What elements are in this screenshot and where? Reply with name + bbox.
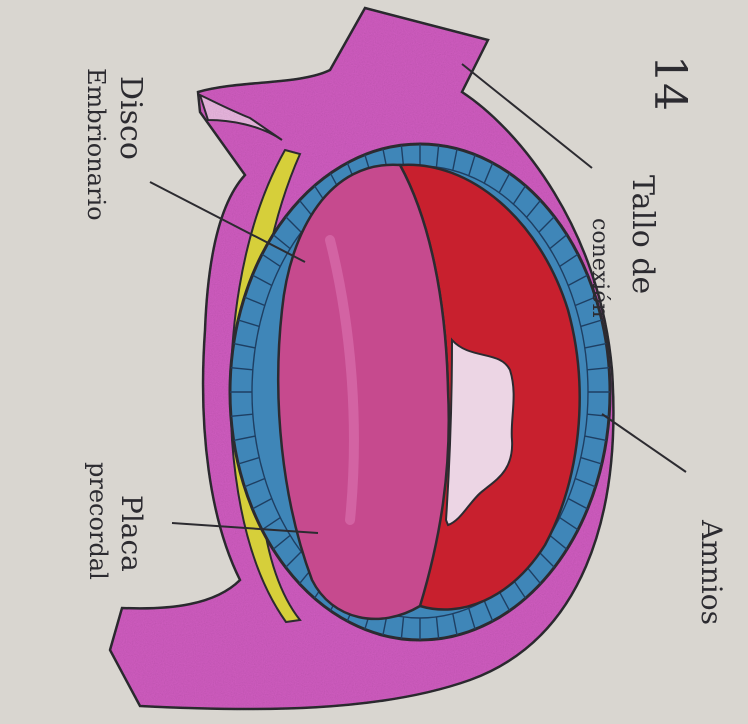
label-embrionario: Embrionario (82, 68, 110, 221)
page-number: 14 (644, 55, 695, 111)
label-precordal: precordal (84, 462, 112, 580)
label-tallo-de: Tallo de (625, 175, 660, 294)
label-amnios: Amnios (695, 520, 728, 625)
label-placa: Placa (115, 495, 148, 572)
label-conexion: conexión (587, 218, 612, 318)
embryonic-disc (278, 165, 449, 619)
label-disco: Disco (113, 76, 148, 160)
